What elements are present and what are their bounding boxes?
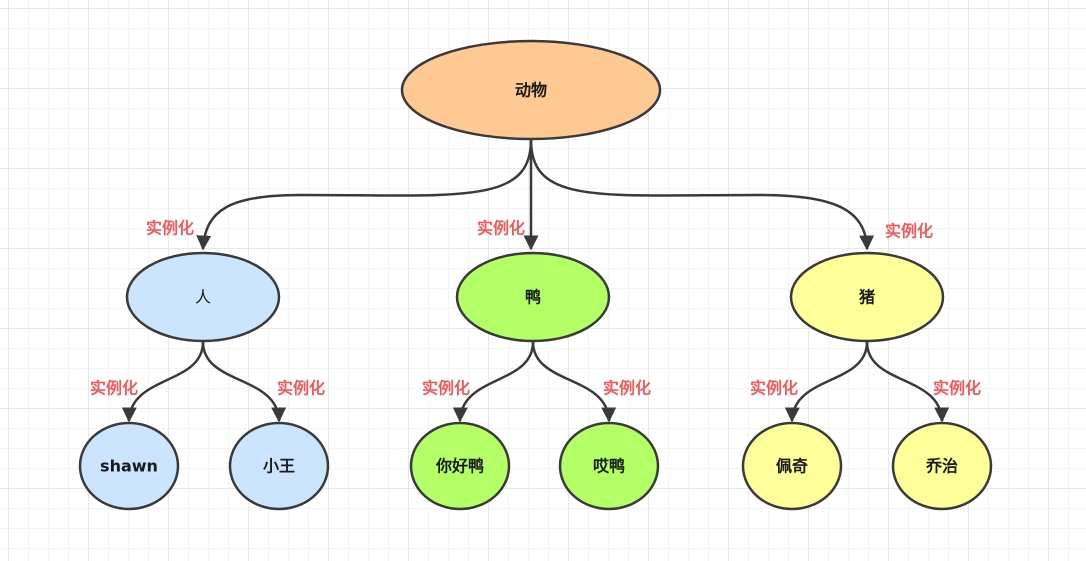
edge-label-qiaozhi: 实例化 <box>933 379 981 398</box>
edge-label-person: 实例化 <box>146 219 194 238</box>
edge-label-xiaowang: 实例化 <box>277 379 325 398</box>
node-instance-nihaoya-shape <box>409 421 511 511</box>
node-instance-aiya[interactable]: 哎鸭 <box>558 421 660 511</box>
node-instance-peiqi-shape <box>741 421 843 511</box>
edge-root-to-person <box>196 139 533 251</box>
edge-person-to-xiaowang <box>201 341 287 423</box>
node-instance-qiaozhi-shape <box>891 421 993 511</box>
edge-person-to-shawn <box>121 341 205 423</box>
edge-label-peiqi: 实例化 <box>750 379 798 398</box>
node-instance-nihaoya[interactable]: 你好鸭 <box>409 421 511 511</box>
node-class-pig[interactable]: 猪 <box>789 251 945 343</box>
node-instance-qiaozhi-label: 乔治 <box>925 457 958 476</box>
node-class-pig-shape <box>789 251 945 343</box>
node-class-pig-label: 猪 <box>858 288 875 307</box>
node-instance-xiaowang-label: 小王 <box>263 457 295 476</box>
node-class-duck[interactable]: 鸭 <box>455 251 611 343</box>
node-instance-aiya-shape <box>558 421 660 511</box>
node-root[interactable]: 动物 <box>400 39 662 141</box>
node-instance-qiaozhi[interactable]: 乔治 <box>891 421 993 511</box>
node-instance-peiqi[interactable]: 佩奇 <box>741 421 843 511</box>
node-root-label: 动物 <box>515 81 547 100</box>
node-class-person[interactable]: 人 <box>125 251 281 343</box>
node-instance-shawn-shape <box>78 421 180 511</box>
node-class-person-shape <box>125 251 281 343</box>
node-instance-peiqi-label: 佩奇 <box>776 457 808 476</box>
node-root-shape <box>400 39 662 141</box>
edge-duck-to-aiya <box>531 341 617 423</box>
node-instance-aiya-label: 哎鸭 <box>593 457 625 476</box>
node-class-duck-shape <box>455 251 611 343</box>
node-instance-xiaowang[interactable]: 小王 <box>228 421 330 511</box>
edge-label-pig: 实例化 <box>885 222 933 241</box>
edge-label-aiya: 实例化 <box>603 379 651 398</box>
edge-label-duck: 实例化 <box>477 219 525 238</box>
node-instance-xiaowang-shape <box>228 421 330 511</box>
node-instance-shawn[interactable]: shawn <box>78 421 180 511</box>
node-class-duck-label: 鸭 <box>525 288 541 307</box>
node-instance-nihaoya-label: 你好鸭 <box>435 457 484 476</box>
node-class-person-label: 人 <box>195 288 211 307</box>
edge-duck-to-nihaoya <box>452 341 535 423</box>
edge-label-shawn: 实例化 <box>90 379 138 398</box>
edge-label-nihaoya: 实例化 <box>422 379 470 398</box>
node-instance-shawn-label: shawn <box>100 457 158 476</box>
edge-pig-to-qiaozhi <box>865 341 950 423</box>
edge-pig-to-peiqi <box>784 341 869 423</box>
edge-root-to-pig <box>529 139 875 251</box>
